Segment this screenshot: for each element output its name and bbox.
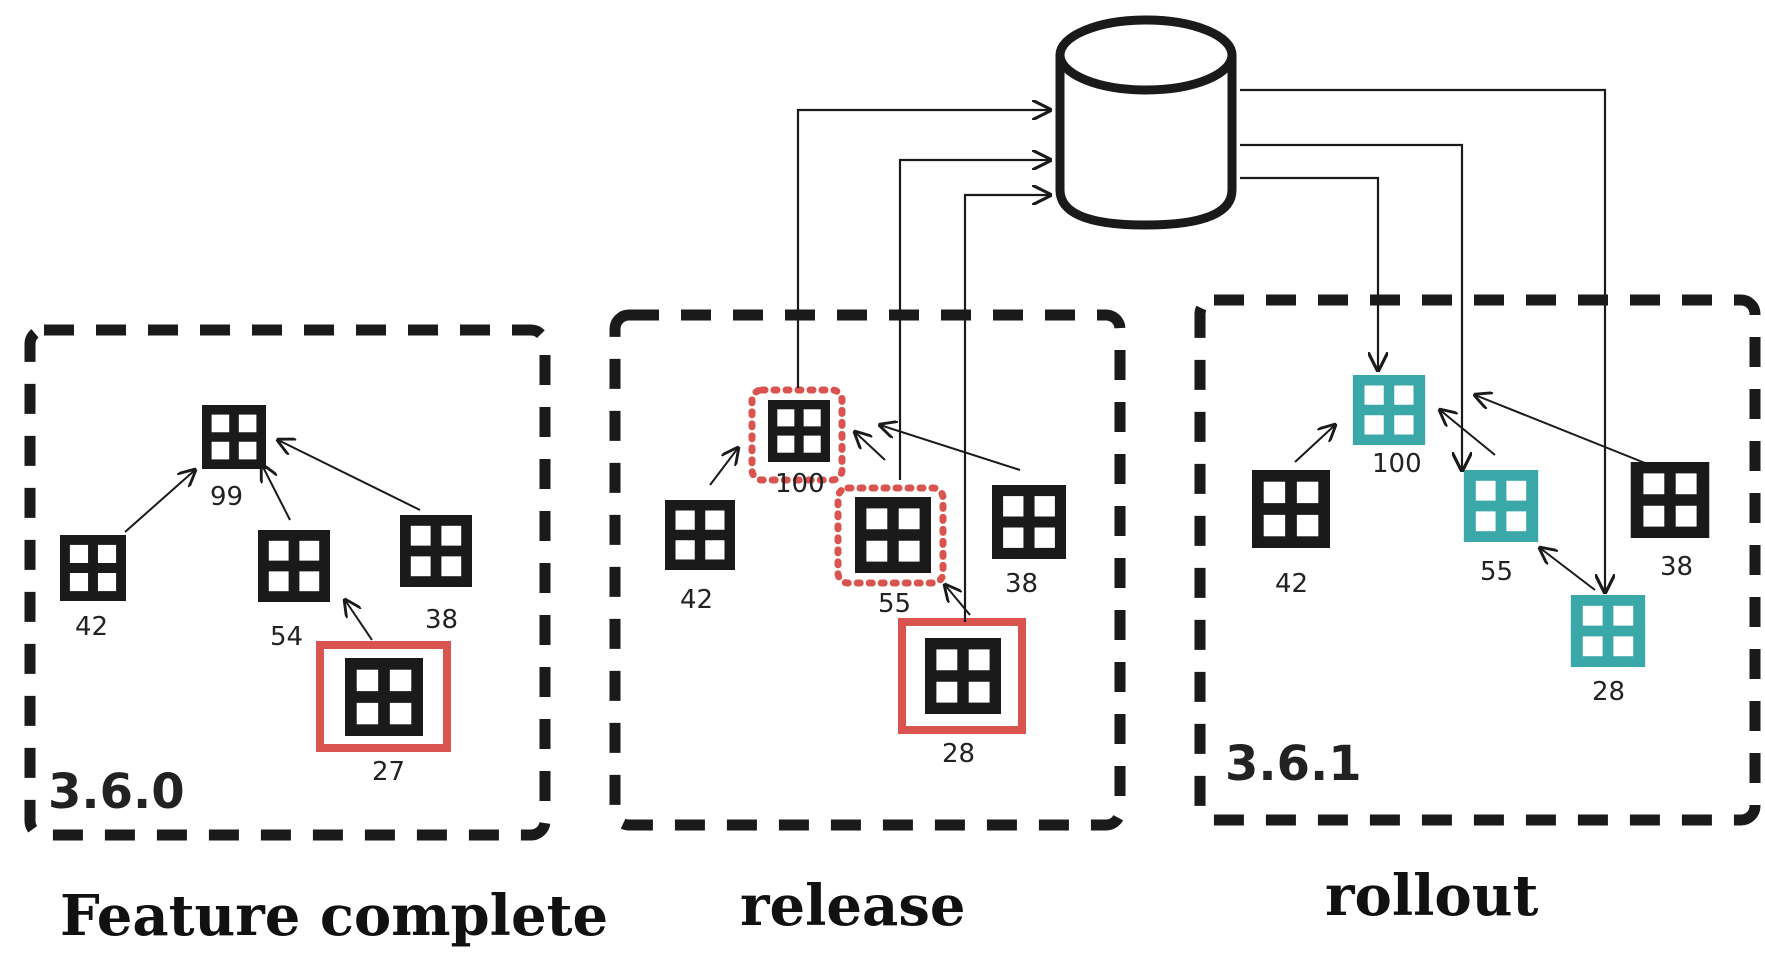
caption-rollout: rollout [1325, 863, 1538, 929]
panel-frame-feature-complete [24, 324, 551, 841]
edge-27-to-54 [345, 600, 373, 641]
node-55-highlight-dotted [834, 484, 947, 587]
node-42-icon [670, 505, 731, 566]
node-42-icon [1257, 475, 1325, 543]
node-28-label: 28 [1592, 677, 1625, 707]
node-27-highlight-box [316, 641, 451, 752]
node-100-highlight-dotted [748, 386, 846, 484]
node-55-label: 55 [1480, 557, 1513, 587]
node-28-label: 28 [942, 739, 975, 769]
version-label: 3.6.0 [48, 764, 185, 820]
connector-db-to-rollout-55 [1240, 143, 1462, 470]
edge-38-to-99 [278, 440, 421, 511]
edge-28-to-55 [945, 585, 971, 616]
node-99-icon [206, 409, 261, 464]
edge-55-to-100 [855, 432, 886, 461]
node-42-icon [64, 539, 121, 596]
node-54-icon [263, 535, 325, 597]
node-100-icon [1359, 380, 1420, 441]
edge-54-to-99 [262, 465, 291, 521]
version-label: 3.6.1 [1225, 736, 1362, 792]
node-38-icon [405, 520, 467, 582]
connector-release-28-to-db [963, 195, 1050, 622]
connector-db-to-rollout-28 [1240, 88, 1605, 592]
caption-feature-complete: Feature complete [60, 883, 608, 949]
panel-feature-complete: 99 42 54 38 27 3.6.0 [48, 409, 467, 820]
edge-55-to-100 [1440, 410, 1496, 456]
connector-db-to-rollout-100 [1240, 176, 1378, 370]
edge-42-to-100 [709, 448, 738, 486]
caption-release: release [740, 873, 965, 939]
node-100-icon [772, 404, 826, 458]
node-42-label: 42 [680, 585, 713, 615]
panel-frame-rollout [1194, 294, 1761, 826]
node-55-icon [1470, 475, 1532, 537]
node-55-label: 55 [878, 589, 911, 619]
node-28-icon [1577, 600, 1639, 662]
edge-42-to-100 [1294, 425, 1335, 463]
node-55-icon [860, 502, 926, 568]
node-38-icon [1637, 467, 1703, 533]
node-42-label: 42 [1275, 569, 1308, 599]
node-38-label: 38 [425, 605, 458, 635]
node-42-label: 42 [75, 612, 108, 642]
edge-28-to-55 [1540, 548, 1596, 591]
panel-frame-release [609, 309, 1126, 831]
node-54-label: 54 [270, 622, 303, 652]
node-38-label: 38 [1005, 569, 1038, 599]
edge-38-to-100 [1475, 395, 1651, 466]
node-27-icon [350, 663, 418, 731]
database-connectors [796, 88, 1605, 622]
node-38-icon [997, 490, 1061, 554]
connector-release-100-to-db [796, 110, 1050, 388]
database-icon [1055, 15, 1237, 230]
node-99-label: 99 [210, 482, 243, 512]
panel-release: 100 42 55 38 28 [670, 386, 1061, 769]
node-27-label: 27 [372, 757, 405, 787]
node-28-icon [930, 643, 996, 709]
node-38-label: 38 [1660, 552, 1693, 582]
node-28-highlight-box [898, 618, 1026, 734]
panel-rollout: 100 42 55 38 28 3.6.1 [1225, 380, 1703, 792]
node-100-label: 100 [775, 469, 825, 499]
node-100-label: 100 [1372, 449, 1422, 479]
connector-release-55-to-db [898, 160, 1050, 480]
edge-42-to-99 [124, 470, 195, 533]
edge-38-to-100 [880, 425, 1021, 471]
